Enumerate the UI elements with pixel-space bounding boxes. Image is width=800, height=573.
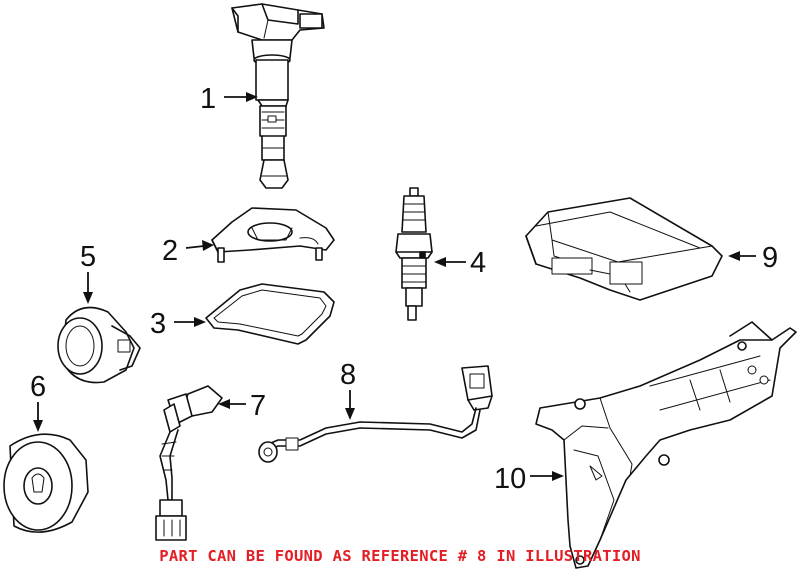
callout-label: 8 [340, 359, 356, 391]
callout-9: 9 [728, 242, 778, 274]
callout-label: 10 [494, 463, 526, 495]
wire-lead-sensor [258, 365, 493, 463]
callout-2: 2 [162, 235, 214, 267]
spark-plug [395, 187, 433, 321]
valve-cover-gasket [205, 283, 335, 345]
callout-1: 1 [200, 83, 258, 115]
callout-4: 4 [434, 247, 486, 279]
knock-sensor [57, 306, 141, 384]
callout-10: 10 [494, 463, 564, 495]
callout-8: 8 [340, 359, 356, 420]
speed-sensor-ring [3, 433, 89, 533]
reference-notice: PART CAN BE FOUND AS REFERENCE # 8 IN IL… [159, 547, 641, 565]
callout-6: 6 [30, 371, 46, 432]
mounting-bracket [535, 321, 797, 569]
callout-label: 4 [470, 247, 486, 279]
ignition-coil [231, 3, 325, 189]
callout-label: 2 [162, 235, 178, 267]
callout-label: 7 [250, 390, 266, 422]
callout-label: 9 [762, 242, 778, 274]
callout-7: 7 [218, 390, 266, 422]
engine-control-module [525, 197, 723, 301]
callout-5: 5 [80, 241, 96, 304]
callout-label: 1 [200, 83, 216, 115]
callout-3: 3 [150, 308, 206, 340]
callout-label: 3 [150, 308, 166, 340]
coil-seal-plate [211, 207, 335, 263]
crankshaft-position-sensor [155, 385, 223, 541]
callout-label: 5 [80, 241, 96, 273]
callout-label: 6 [30, 371, 46, 403]
